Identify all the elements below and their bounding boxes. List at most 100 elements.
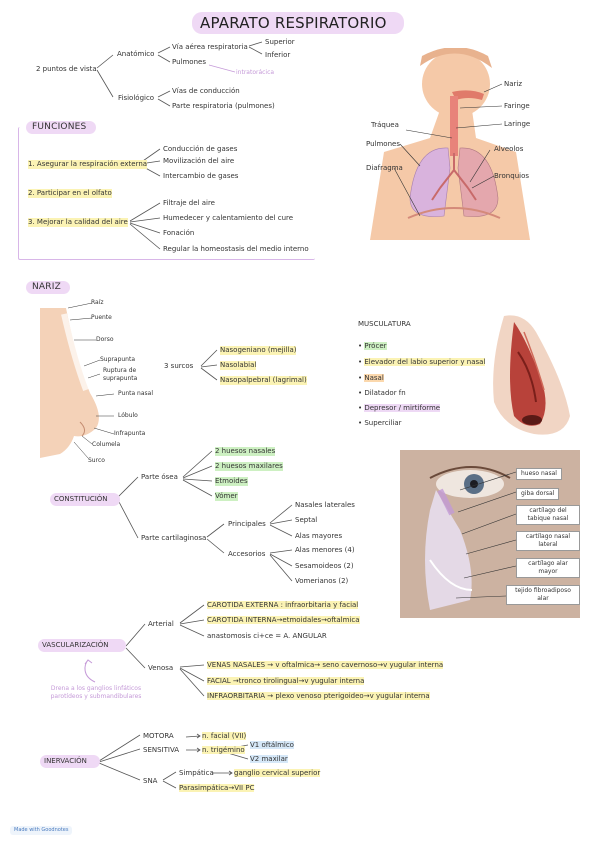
nose-label-surco: Surco (88, 457, 105, 464)
accesorio-2: Sesamoideos (2) (295, 562, 354, 570)
intro-vias-conduccion: Vías de conducción (172, 87, 240, 95)
nose-profile-illustration (40, 302, 115, 459)
inerv-sensitiva-n: n. trigémino (202, 746, 245, 754)
respiratory-illustration (370, 48, 530, 240)
constitucion-heading-highlight (50, 493, 120, 506)
inerv-v1: V1 oftálmico (250, 741, 294, 749)
funcion-3-item-1: Filtraje del aire (163, 199, 215, 207)
funcion-3-item-4: Regular la homeostasis del medio interno (163, 245, 309, 253)
surco-1: Nasogeniano (mejilla) (220, 346, 297, 355)
cart-label-hueso-nasal: hueso nasal (516, 468, 562, 480)
cart-label-nasal-lateral: cartílago nasal lateral (516, 531, 580, 551)
funcion-1-item-1: Conducción de gases (163, 145, 238, 153)
musculo-5: • Depresor / mirtiforme (358, 404, 441, 412)
inerv-parasimpatica: Parasimpática→VII PC (179, 784, 255, 792)
principal-2: Septal (295, 516, 318, 524)
inerv-motora: MOTORA (143, 732, 174, 740)
musculo-2: • Elevador del labio superior y nasal (358, 358, 486, 366)
constitucion-heading: CONSTITUCIÓN (54, 495, 108, 503)
inervacion-heading: INERVACIÓN (44, 757, 87, 765)
vasc-art-3: anastomosis ci+ce = A. ANGULAR (207, 632, 327, 640)
vasc-venosa: Venosa (148, 664, 174, 672)
resp-label-diafragma: Diafragma (366, 164, 403, 172)
inerv-simpatica: Simpática (179, 769, 214, 777)
musculo-4: • Dilatador fn (358, 389, 406, 397)
vasc-art-2: CAROTIDA INTERNA→etmoidales→oftalmica (207, 616, 360, 624)
accesorios: Accesorios (228, 550, 266, 558)
vasc-arterial: Arterial (148, 620, 174, 628)
funcion-3-item-3: Fonación (163, 229, 195, 237)
nose-label-columela: Columela (92, 441, 121, 448)
title-highlight (192, 12, 404, 34)
nose-label-infrapunta: Infrapunta (114, 430, 146, 437)
inerv-sna: SNA (143, 777, 158, 785)
musculo-3: • Nasal (358, 374, 384, 382)
inerv-simpatica-n: ganglio cervical superior (234, 769, 321, 777)
musculatura-heading: MUSCULATURA (358, 320, 411, 328)
nose-label-ruptura: Ruptura de suprapunta (103, 367, 138, 382)
osea-item-2: 2 huesos maxilares (215, 462, 283, 471)
musculo-1: • Prócer (358, 342, 387, 350)
intro-fisiologico: Fisiológico (118, 94, 155, 102)
intro-anatomico: Anatómico (117, 50, 155, 58)
parte-osea: Parte ósea (141, 473, 178, 481)
intro-inferior: Inferior (265, 51, 291, 59)
funcion-2: 2. Participar en el olfato (28, 189, 112, 198)
principal-1: Nasales laterales (295, 501, 355, 509)
intro-pulmones: Pulmones (172, 58, 206, 66)
resp-label-faringe: Faringe (504, 102, 530, 110)
surco-2: Nasolabial (220, 361, 257, 370)
nose-label-suprapunta: Suprapunta (100, 356, 136, 363)
accesorio-3: Vomerianos (2) (295, 577, 349, 585)
nariz-heading-highlight (26, 281, 70, 294)
accesorio-1: Alas menores (4) (295, 546, 355, 554)
cart-label-tabique: cartílago del tabique nasal (516, 505, 580, 525)
funcion-1-item-2: Movilización del aire (163, 157, 235, 165)
osea-item-1: 2 huesos nasales (215, 447, 276, 456)
vasc-ven-2: FACIAL →tronco tirolingual→v yugular int… (207, 677, 365, 685)
intro-via-aerea: Vía aérea respiratoria (172, 43, 248, 51)
inerv-v2: V2 maxilar (250, 755, 288, 763)
resp-label-pulmones: Pulmones (366, 140, 400, 148)
cart-label-fibroadiposo: tejido fibroadiposo alar (506, 585, 580, 605)
surco-3: Nasopalpebral (lagrimal) (220, 376, 307, 385)
osea-item-3: Etmoides (215, 477, 248, 486)
cart-label-alar-mayor: cartílago alar mayor (516, 558, 580, 578)
nose-label-lobulo: Lóbulo (118, 412, 138, 419)
musculo-6: • Superciliar (358, 419, 402, 427)
funcion-3: 3. Mejorar la calidad del aire (28, 218, 128, 227)
vasc-ven-3: INFRAORBITARIA → plexo venoso pterigoide… (207, 692, 430, 700)
inervacion-heading-highlight (40, 755, 100, 768)
cart-label-giba-dorsal: giba dorsal (516, 488, 560, 500)
surcos-label: 3 surcos (164, 362, 194, 370)
inerv-sensitiva: SENSITIVA (143, 746, 180, 754)
funciones-box (18, 127, 315, 260)
nose-label-raiz: Raíz (91, 299, 104, 306)
resp-label-bronquios: Bronquios (494, 172, 529, 180)
funcion-3-item-2: Humedecer y calentamiento del cure (163, 214, 294, 222)
nose-label-puente: Puente (91, 314, 112, 321)
funciones-heading: FUNCIONES (32, 122, 87, 132)
funcion-1: 1. Asegurar la respiración externa (28, 160, 148, 169)
nariz-heading: NARIZ (32, 282, 61, 292)
vascularizacion-heading-highlight (38, 639, 126, 652)
intro-parte-respiratoria: Parte respiratoria (pulmones) (172, 102, 275, 110)
inerv-motora-n: n. facial (VII) (202, 732, 247, 740)
intro-superior: Superior (265, 38, 295, 46)
vasc-nota: Drena a los ganglios linfáticos parotíde… (50, 685, 142, 700)
funciones-heading-highlight (26, 121, 96, 134)
parte-cartilaginosa: Parte cartilaginosa (141, 534, 207, 542)
resp-label-alveolos: Alveolos (494, 145, 524, 153)
principal-3: Alas mayores (295, 532, 343, 540)
principales: Principales (228, 520, 266, 528)
vasc-art-1: CAROTIDA EXTERNA : infraorbitaria y faci… (207, 601, 359, 609)
nose-label-dorso: Dorso (96, 336, 114, 343)
page-title: APARATO RESPIRATORIO (200, 14, 387, 32)
funcion-1-item-3: Intercambio de gases (163, 172, 239, 180)
goodnotes-badge[interactable]: Made with Goodnotes (10, 826, 73, 835)
nose-muscle-illustration (493, 315, 570, 435)
nose-label-punta-nasal: Punta nasal (118, 390, 154, 397)
resp-label-traquea: Tráquea (371, 121, 399, 129)
resp-label-nariz: Nariz (504, 80, 523, 88)
intro-root: 2 puntos de vista (36, 65, 97, 73)
